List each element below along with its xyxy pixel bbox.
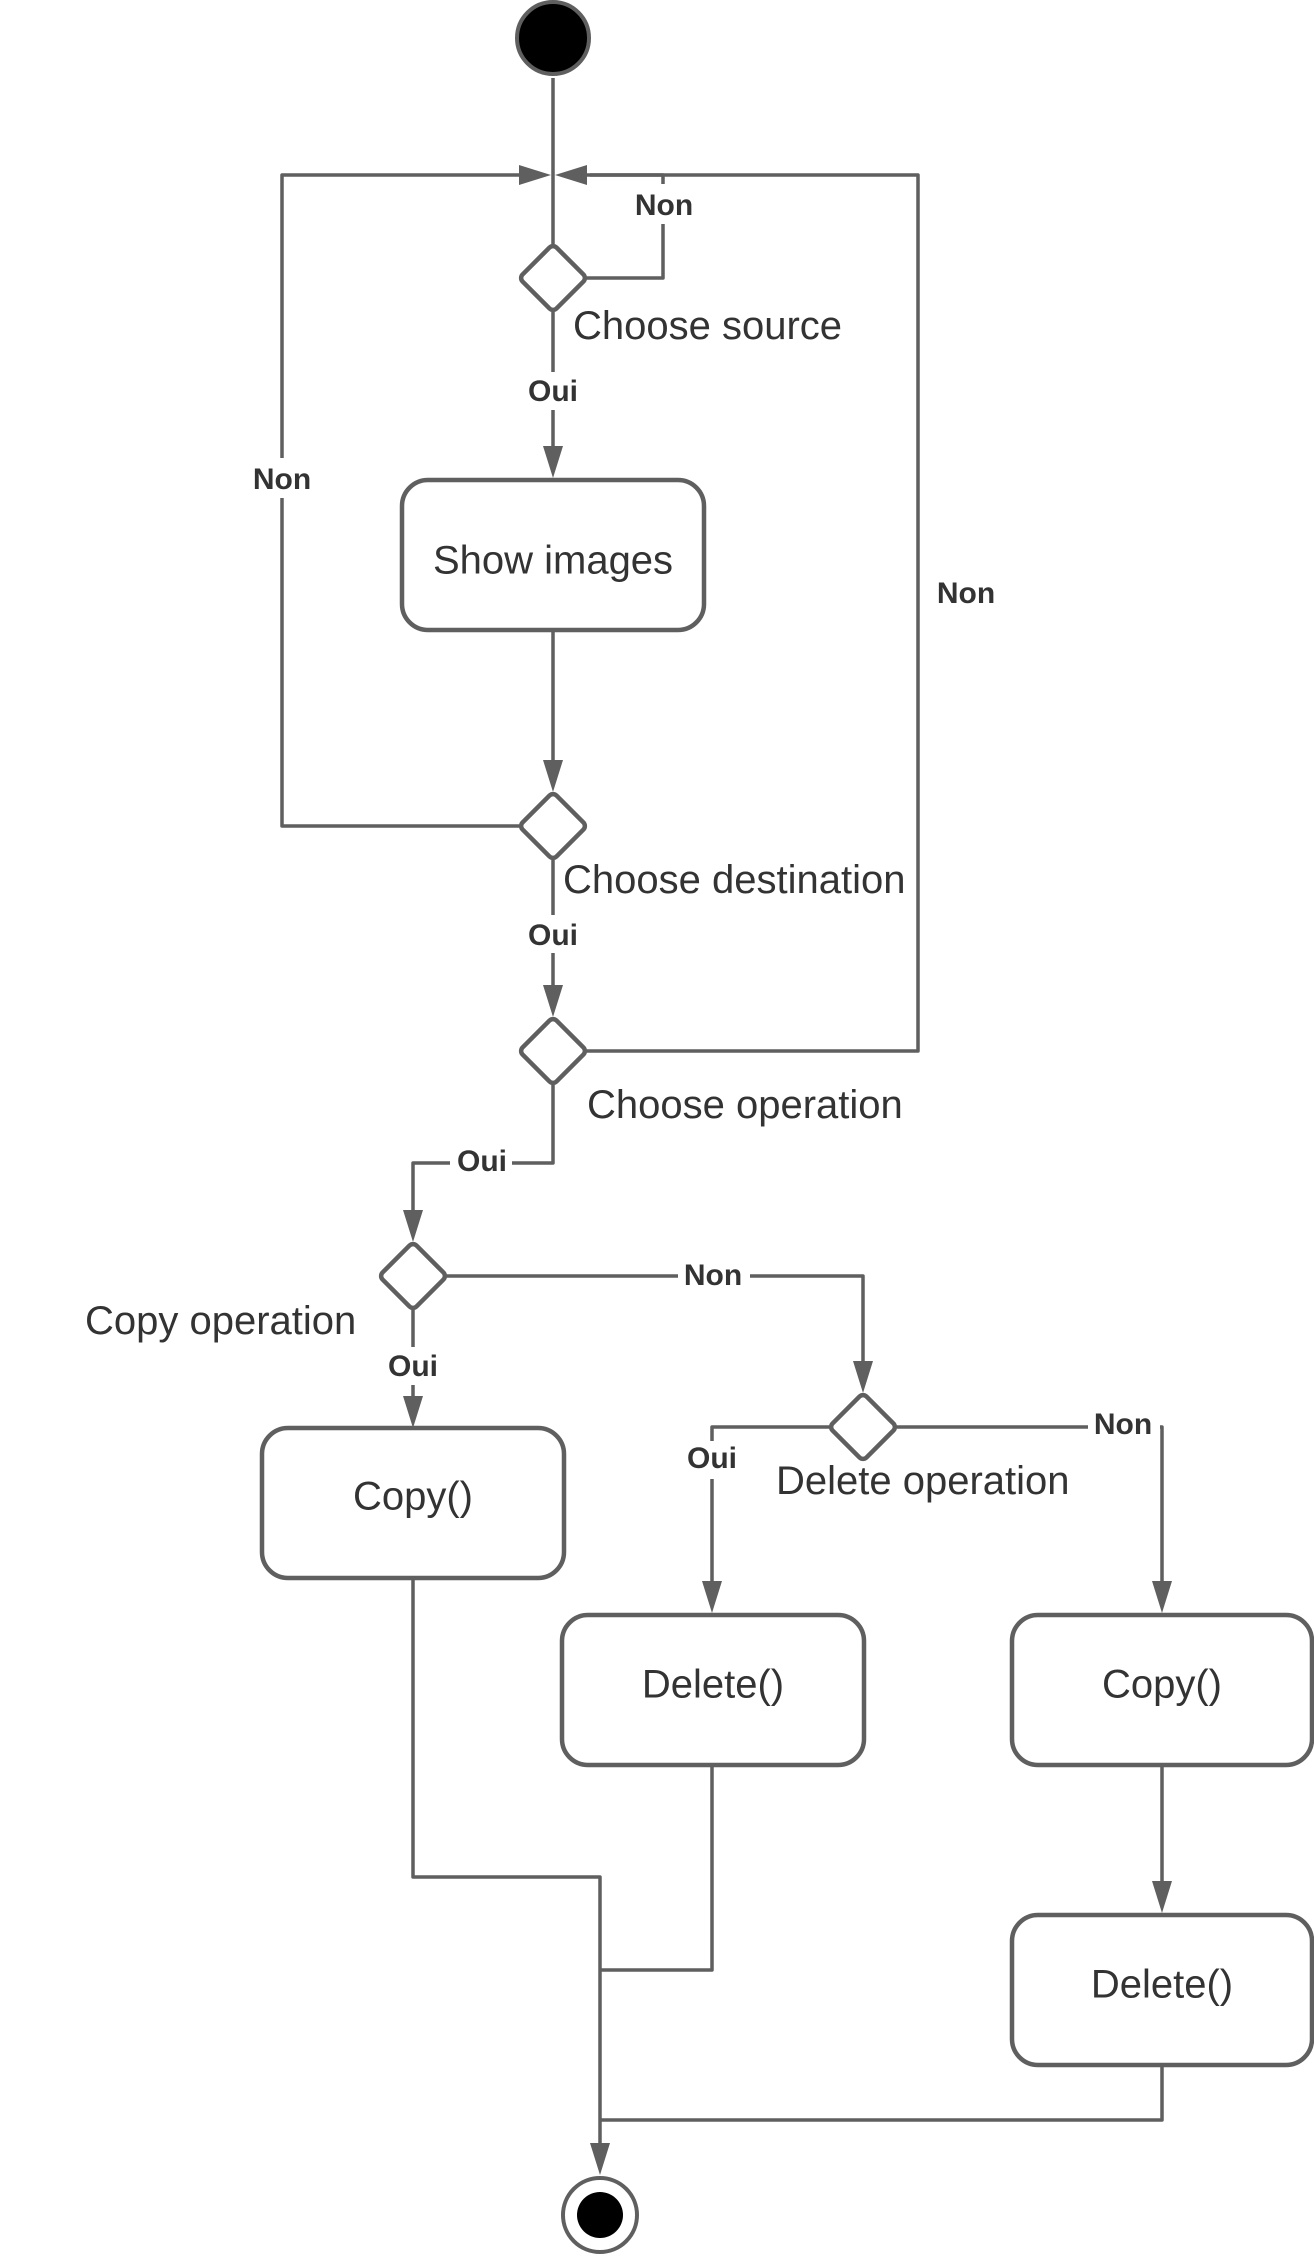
arrowhead: [543, 446, 563, 478]
decision-choose-destination-label: Choose destination: [563, 858, 905, 902]
arrowhead: [1152, 1881, 1172, 1913]
arrowhead: [403, 1210, 423, 1242]
action-show-images-label: Show images: [433, 539, 673, 583]
arrowhead: [403, 1396, 423, 1428]
action-delete-right: Delete(): [1009, 1912, 1314, 2068]
arrowhead: [590, 2143, 610, 2175]
edge-delete-operation-to-delete: [710, 1425, 829, 1590]
action-copy-left-label: Copy(): [353, 1475, 473, 1519]
edge-copy-operation-to-delete-operation: [447, 1274, 865, 1370]
action-copy-left: Copy(): [259, 1425, 567, 1581]
edge-label-non: Non: [635, 189, 693, 222]
decision-choose-operation: [518, 1016, 588, 1086]
edge-label-oui: Oui: [457, 1145, 507, 1178]
edge-copy-left-to-end: [411, 1578, 602, 2150]
action-show-images: Show images: [399, 477, 707, 633]
edge-label-non: Non: [937, 577, 995, 610]
decision-copy-operation-label: Copy operation: [85, 1299, 356, 1343]
arrowhead: [543, 985, 563, 1017]
decision-delete-operation-label: Delete operation: [776, 1459, 1070, 1503]
decision-choose-operation-label: Choose operation: [587, 1083, 903, 1127]
action-delete-middle-label: Delete(): [642, 1663, 784, 1707]
decision-choose-destination: [518, 791, 588, 861]
edge-label-non: Non: [1094, 1408, 1152, 1441]
edge-label-oui: Oui: [388, 1350, 438, 1383]
arrowhead: [543, 760, 563, 792]
decision-choose-source-label: Choose source: [573, 304, 842, 348]
decision-copy-operation: [378, 1241, 448, 1311]
edge-label-oui: Oui: [528, 919, 578, 952]
edge-label-non: Non: [684, 1259, 742, 1292]
edge-delete-operation-to-copy-right: [897, 1425, 1164, 1590]
arrowhead: [555, 165, 587, 185]
action-delete-right-label: Delete(): [1091, 1963, 1233, 2007]
decision-choose-source: [518, 243, 588, 313]
end-node: [561, 2176, 639, 2254]
edge-labels: Non Oui Non Non Oui Oui Non Oui Oui Non: [246, 184, 1160, 1479]
start-node: [515, 0, 591, 76]
arrowhead: [853, 1361, 873, 1393]
edge-choose-destination-non-loop: [280, 173, 530, 828]
action-copy-right: Copy(): [1009, 1612, 1314, 1768]
action-delete-middle: Delete(): [559, 1612, 867, 1768]
arrowhead: [702, 1581, 722, 1613]
arrowhead: [1152, 1581, 1172, 1613]
edge-choose-operation-non-loop: [587, 173, 920, 1053]
arrowhead: [519, 165, 551, 185]
decision-delete-operation: [828, 1392, 898, 1462]
action-copy-right-label: Copy(): [1102, 1663, 1222, 1707]
edge-delete-middle-to-end: [600, 1765, 714, 1972]
edge-label-oui: Oui: [528, 375, 578, 408]
edge-label-non: Non: [253, 463, 311, 496]
edge-delete-right-to-end: [600, 2065, 1164, 2122]
edge-label-oui: Oui: [687, 1442, 737, 1475]
